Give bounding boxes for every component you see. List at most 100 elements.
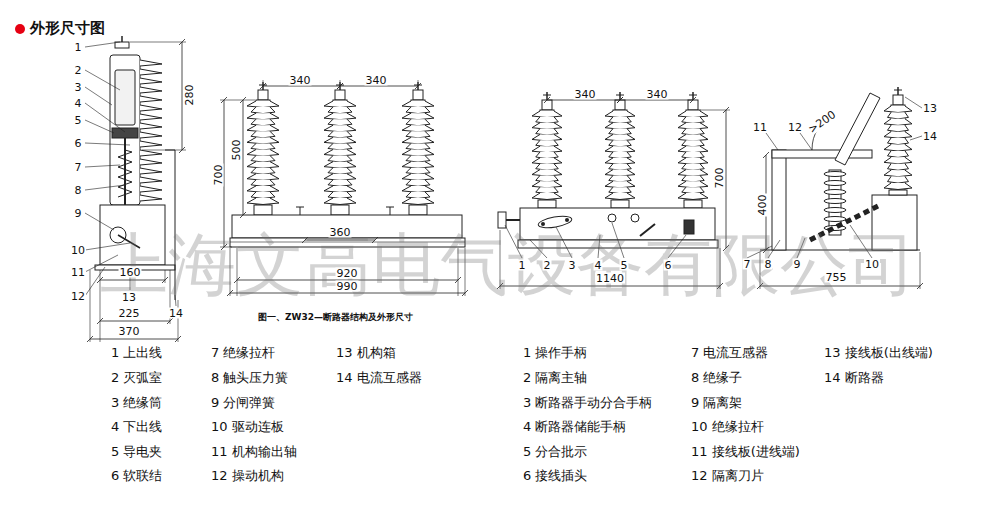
dimension-value: 340 bbox=[365, 75, 388, 86]
insulator-shed bbox=[824, 208, 846, 213]
insulator-shed bbox=[884, 132, 912, 139]
insulator-shed bbox=[532, 134, 562, 141]
insulator-shed bbox=[324, 101, 356, 108]
insulator-shed bbox=[140, 150, 162, 156]
isolator-frame bbox=[772, 150, 872, 158]
insulator-shed bbox=[824, 190, 846, 195]
dimension-tick bbox=[337, 83, 343, 89]
part-list-item: 1 上出线 bbox=[110, 346, 163, 359]
insulator-shed bbox=[251, 168, 275, 175]
part-list-item: 3 断路器手动分合手柄 bbox=[522, 396, 653, 409]
insulator-shed bbox=[324, 113, 356, 120]
dimension-value: 755 bbox=[825, 272, 848, 283]
dimension-value: 160 bbox=[119, 267, 142, 278]
insulating-cylinder bbox=[110, 55, 140, 205]
arc-chamber bbox=[115, 70, 135, 125]
extension-line bbox=[700, 110, 730, 111]
dimension-value: 1140 bbox=[595, 273, 625, 284]
insulator-cap bbox=[893, 95, 903, 105]
insulator-shed bbox=[406, 143, 430, 150]
callout-number: 1 bbox=[518, 260, 527, 271]
callout-number: 10 bbox=[70, 245, 86, 256]
insulator-shed bbox=[884, 106, 912, 113]
title-bullet bbox=[15, 24, 25, 34]
insulator-shed bbox=[888, 177, 909, 184]
callout-number: 13 bbox=[922, 103, 938, 114]
dimension-value: 360 bbox=[329, 227, 352, 238]
ground-mark bbox=[386, 207, 394, 208]
callout-number: 2 bbox=[543, 260, 552, 271]
insulator-shed bbox=[140, 159, 162, 165]
extension-line bbox=[418, 80, 419, 82]
insulator-shed bbox=[251, 180, 275, 187]
part-list-item: 11 接线板(进线端) bbox=[690, 445, 801, 458]
insulator-shed bbox=[402, 125, 434, 132]
insulator-shed bbox=[406, 192, 430, 199]
insulator-shed bbox=[140, 69, 162, 75]
insulator-shed bbox=[532, 111, 562, 118]
insulator-shed bbox=[140, 123, 162, 129]
part-list-item: 12 操动机构 bbox=[210, 469, 285, 482]
insulator-shed bbox=[884, 170, 912, 177]
insulator-shed bbox=[682, 129, 705, 136]
part-list-item: 4 断路器储能手柄 bbox=[522, 420, 627, 433]
insulator-shed bbox=[328, 107, 352, 114]
dimension-line bbox=[90, 339, 178, 340]
part-list-item: 2 灭弧室 bbox=[110, 371, 163, 384]
leader-line bbox=[910, 136, 922, 140]
insulator-shed bbox=[140, 114, 162, 120]
part-list-item: 7 电流互感器 bbox=[690, 346, 769, 359]
leader-line bbox=[85, 120, 114, 133]
leader-line bbox=[85, 213, 114, 230]
dimension-value: 340 bbox=[646, 89, 669, 100]
insulator-shed bbox=[406, 131, 430, 138]
insulator-shed bbox=[324, 174, 356, 181]
handle-hole bbox=[565, 218, 569, 222]
insulator-shed bbox=[247, 186, 279, 193]
insulator-cap bbox=[335, 90, 345, 100]
part-list-item: 9 分闸弹簧 bbox=[210, 396, 276, 409]
insulator-shed bbox=[824, 199, 846, 204]
insulator-shed bbox=[682, 117, 705, 124]
insulator-shed bbox=[605, 158, 635, 165]
callout-number: 2 bbox=[74, 65, 83, 76]
insulator-shed bbox=[251, 131, 275, 138]
terminal-stub bbox=[414, 85, 422, 86]
callout-number: 12 bbox=[70, 291, 86, 302]
insulator-cap bbox=[413, 90, 423, 100]
leader-line bbox=[766, 133, 778, 150]
drawing bbox=[15, 24, 923, 342]
insulator-shed bbox=[682, 175, 705, 182]
dimension-value: 700 bbox=[714, 167, 725, 190]
insulator-shed bbox=[609, 140, 632, 147]
dimension-value: 225 bbox=[118, 308, 141, 319]
dimension-value: 700 bbox=[213, 164, 224, 187]
part-list-item: 8 绝缘子 bbox=[690, 371, 743, 384]
insulator-shed bbox=[140, 168, 162, 174]
insulator-shed bbox=[251, 192, 275, 199]
insulator-shed bbox=[328, 119, 352, 126]
insulator-shed bbox=[605, 146, 635, 153]
insulator-shed bbox=[328, 156, 352, 163]
insulator-cap bbox=[258, 90, 268, 100]
insulator-shed bbox=[328, 131, 352, 138]
insulator-cap bbox=[615, 100, 625, 110]
operating-handle bbox=[498, 212, 506, 228]
dimension-line bbox=[243, 100, 244, 215]
insulator-shed bbox=[402, 186, 434, 193]
terminal-stub bbox=[336, 85, 344, 86]
insulator-shed bbox=[678, 158, 708, 165]
insulator-shed bbox=[140, 186, 162, 192]
part-list-item: 14 电流互感器 bbox=[335, 371, 423, 384]
callout-number: 7 bbox=[74, 162, 83, 173]
insulator-shed bbox=[402, 101, 434, 108]
part-list-item: 1 操作手柄 bbox=[522, 346, 588, 359]
insulator-shed bbox=[140, 96, 162, 102]
dimension-value: 370 bbox=[118, 326, 141, 337]
part-list-item: 5 导电夹 bbox=[110, 445, 163, 458]
leader-line bbox=[85, 185, 125, 190]
insulator-shed bbox=[532, 158, 562, 165]
insulator-shed bbox=[605, 170, 635, 177]
part-list-item: 10 驱动连板 bbox=[210, 420, 285, 433]
dimension-line bbox=[263, 86, 340, 87]
